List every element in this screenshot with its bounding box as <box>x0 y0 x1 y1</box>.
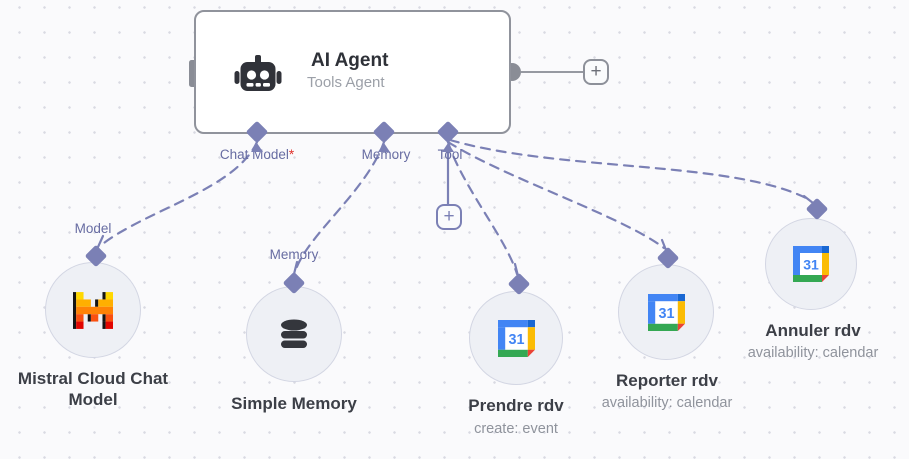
google-calendar-icon: 31 <box>647 293 685 331</box>
mistral-logo-icon <box>73 291 113 329</box>
wire-end-annuler <box>802 194 815 205</box>
wire-tool-to-annuler-rdv[interactable] <box>448 138 812 202</box>
simple-memory-node[interactable] <box>246 286 342 382</box>
robot-icon <box>234 55 282 91</box>
mistral-node-title: Mistral Cloud Chat Model <box>17 369 169 410</box>
calendar-day-text: 31 <box>658 306 674 322</box>
prendre-rdv-node-title: Prendre rdv <box>468 396 564 415</box>
wire-label-model: Model <box>74 221 112 236</box>
ai-agent-node[interactable]: AI Agent Tools Agent <box>194 10 511 134</box>
mistral-chat-model-node[interactable] <box>45 262 141 358</box>
google-calendar-icon: 31 <box>497 319 535 357</box>
annuler-rdv-node[interactable]: 31 <box>765 218 857 310</box>
agent-subtitle: Tools Agent <box>307 74 385 91</box>
wire-end-model <box>96 234 105 249</box>
add-tool-button[interactable]: + <box>436 204 462 230</box>
wire-end-memory <box>292 260 299 276</box>
calendar-day-text: 31 <box>803 257 819 273</box>
annuler-rdv-node-title: Annuler rdv <box>765 321 861 340</box>
reporter-rdv-node[interactable]: 31 <box>618 264 714 360</box>
prendre-rdv-node[interactable]: 31 <box>469 291 563 385</box>
google-calendar-icon: 31 <box>793 246 829 282</box>
prendre-rdv-node-subtitle: create: event <box>474 421 558 437</box>
wire-end-reporter <box>660 238 668 252</box>
reporter-rdv-node-subtitle: availability: calendar <box>601 395 733 411</box>
simple-memory-node-title: Simple Memory <box>231 394 357 413</box>
wire-label-memory: Memory <box>269 247 319 262</box>
chat-model-label-text: Chat Model <box>219 147 289 162</box>
annuler-rdv-node-subtitle: availability: calendar <box>747 345 879 361</box>
wire-end-prendre <box>513 262 520 278</box>
port-label-tool: Tool <box>437 147 463 162</box>
reporter-rdv-node-title: Reporter rdv <box>615 371 719 390</box>
required-asterisk: * <box>288 147 295 162</box>
agent-title: AI Agent <box>311 50 389 71</box>
add-next-node-button[interactable]: + <box>583 59 609 85</box>
port-label-chat-model: Chat Model* <box>197 147 317 162</box>
calendar-day-text: 31 <box>508 332 524 348</box>
port-diamond-annuler-rdv[interactable] <box>806 198 829 221</box>
database-icon <box>281 319 307 348</box>
